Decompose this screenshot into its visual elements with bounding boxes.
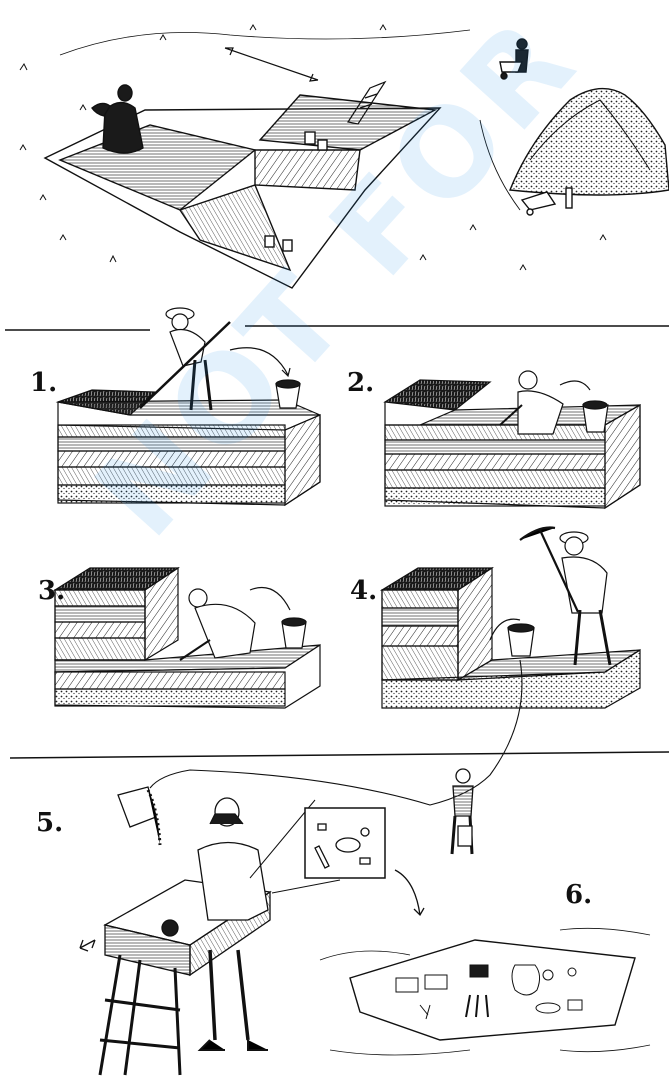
excavation-overview-scene	[20, 25, 669, 288]
step-2-soil-block	[385, 371, 640, 508]
section-divider	[10, 752, 669, 758]
sieving-and-finds-scene	[80, 660, 650, 1075]
kneeling-worker-trowel	[180, 589, 255, 660]
sieve-legs	[100, 955, 180, 1075]
finds-arrow	[395, 870, 424, 915]
shake-arrow	[80, 940, 95, 951]
wheelbarrow	[522, 192, 555, 210]
step-label-3: 3.	[38, 576, 65, 606]
soil-transfer-arrow	[560, 381, 590, 390]
bucket-carrier	[452, 769, 473, 854]
pouring-bucket	[118, 787, 156, 827]
wheelbarrow-worker	[500, 39, 528, 79]
finds-tray	[350, 940, 635, 1040]
soil-transfer-arrow	[250, 588, 290, 611]
step-label-6: 6.	[565, 880, 592, 910]
section-divider	[5, 326, 669, 330]
trench-section-wall	[255, 150, 360, 190]
measurement-arrow	[225, 48, 318, 81]
step-3-soil-block	[55, 568, 320, 708]
step-label-2: 2.	[347, 368, 374, 398]
worker-with-hoe	[140, 308, 230, 410]
step-1-soil-block	[58, 308, 320, 505]
step-label-4: 4.	[350, 576, 377, 606]
soil-transfer-arrow	[230, 348, 290, 376]
step-label-5: 5.	[36, 808, 63, 838]
step-4-soil-block	[382, 528, 640, 709]
spoil-heap	[510, 89, 669, 195]
step-label-1: 1.	[30, 368, 57, 398]
worker-with-pickaxe	[520, 528, 610, 666]
